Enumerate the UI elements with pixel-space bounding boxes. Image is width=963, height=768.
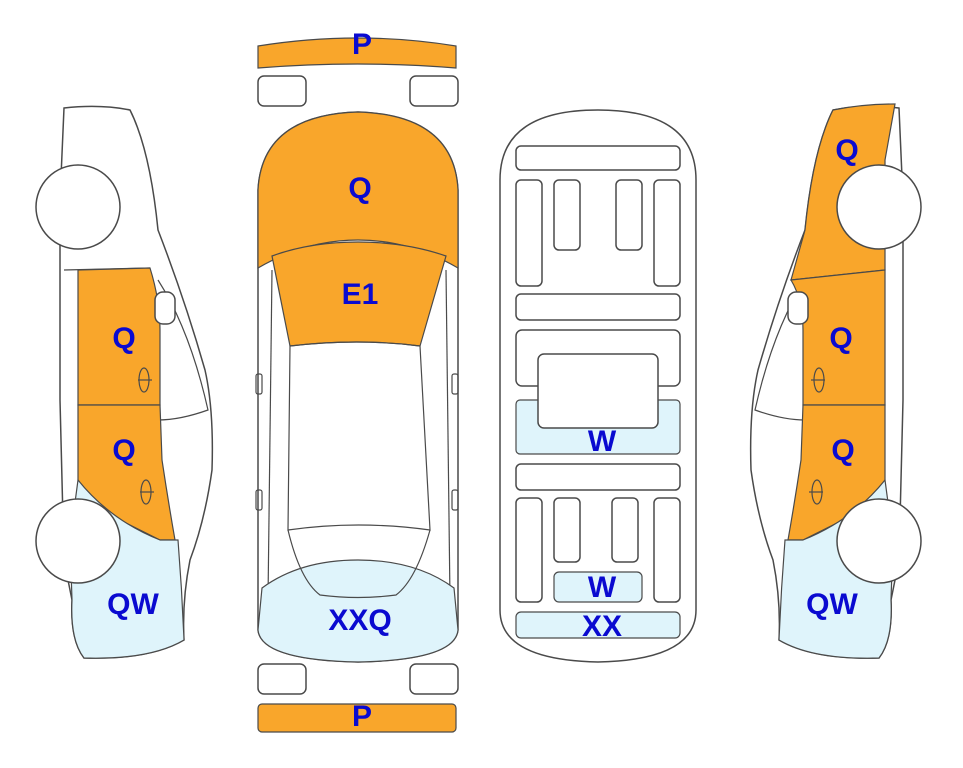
right-rear-handle-icon [809,479,823,505]
rear-window-label: XXQ [328,604,391,637]
left-front-handle-icon [138,367,152,393]
rear-window [257,559,459,663]
tunnel-panel [537,353,659,429]
hood-label: Q [348,172,371,205]
front-bumper [257,37,457,69]
right-rear-quarter-label: QW [806,588,858,621]
left-rear-door-label: Q [112,434,135,467]
left-rear-handle-icon [140,479,154,505]
rear-right-light [409,663,459,695]
rear-left-rail [515,497,543,603]
top-view: P Q E1 XXQ P [255,28,459,733]
rear-left-inner [553,497,581,563]
front-right-rail [653,179,681,287]
right-front-fender-label: Q [835,134,858,167]
mid-crossmember [515,293,681,321]
trunk-floor [515,611,681,639]
left-mirror [154,291,176,325]
floor-rear-label: W [588,571,617,604]
left-rear-quarter-label: QW [107,588,159,621]
right-mirror-top [451,373,459,395]
right-rear-door-label: Q [831,434,854,467]
right-front-handle-icon [811,367,825,393]
right-front-door-label: Q [829,322,852,355]
floor-center-label: W [588,425,617,458]
rear-window-line [287,529,431,599]
rear-bumper-label: P [352,700,372,733]
left-front-wheel [35,164,121,250]
left-rear-wheel [35,498,121,584]
trunk-floor-label: XX [582,610,622,643]
right-side-view [749,103,922,659]
left-front-door-label: Q [112,322,135,355]
front-left-light [257,75,307,107]
underbody-view: W W XX [499,109,697,663]
left-pillar-line [267,269,273,601]
right-front-wheel [836,164,922,250]
right-mirror [787,291,809,325]
right-side-labels: Q Q Q QW [806,134,859,621]
floor-rear [553,571,643,603]
rear-bumper [257,703,457,733]
right-rear-wheel [836,498,922,584]
front-bumper-label: P [352,28,372,61]
left-mirror-top [255,373,263,395]
rear-left-light [257,663,307,695]
right-pillar-line [445,269,451,601]
left-side-view: Q Q QW [35,105,214,659]
front-left-rail [515,179,543,287]
rear-right-rail [653,497,681,603]
rear-crossmember [515,463,681,491]
front-crossmember [515,145,681,171]
front-left-inner [553,179,581,251]
right-handle-top [451,489,459,511]
front-right-inner [615,179,643,251]
windshield-label: E1 [342,278,379,311]
hood [257,111,459,270]
rear-right-inner [611,497,639,563]
front-right-light [409,75,459,107]
left-handle-top [255,489,263,511]
